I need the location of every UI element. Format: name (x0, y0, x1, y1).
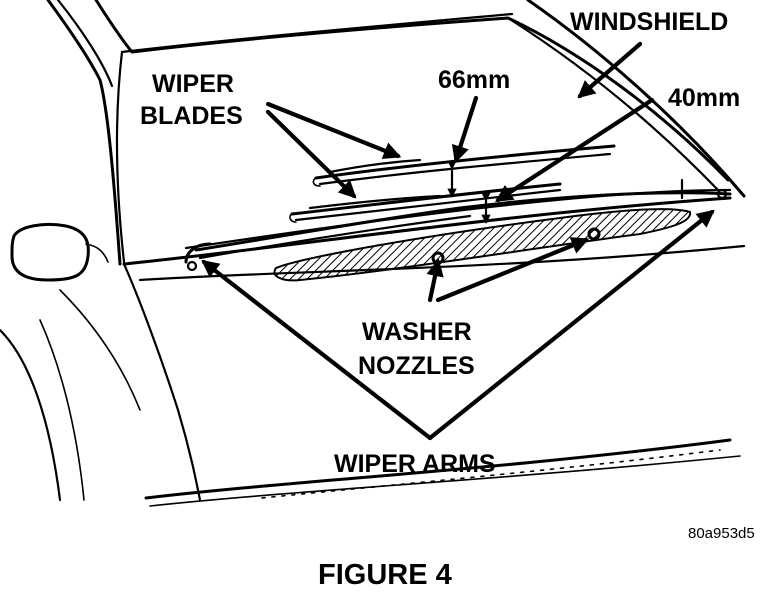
label-40mm: 40mm (668, 84, 740, 112)
wiper-arms (184, 188, 732, 272)
label-wiper-arms: WIPER ARMS (334, 450, 496, 478)
leader-arrows (201, 41, 715, 441)
label-windshield: WINDSHIELD (570, 8, 728, 36)
figure-caption: FIGURE 4 (318, 559, 452, 591)
label-wiper-blades-line2: BLADES (140, 102, 243, 130)
cowl-vent (273, 208, 692, 282)
figure-code: 80a953d5 (688, 525, 755, 542)
car-body (0, 0, 746, 507)
wiper-blades (289, 144, 616, 223)
side-mirror (10, 222, 109, 282)
washer-nozzle-right (587, 227, 601, 241)
label-washer-nozzles-line1: WASHER (362, 318, 472, 346)
label-washer-nozzles-line2: NOZZLES (358, 352, 475, 380)
label-66mm: 66mm (438, 66, 510, 94)
label-wiper-blades-line1: WIPER (152, 70, 234, 98)
